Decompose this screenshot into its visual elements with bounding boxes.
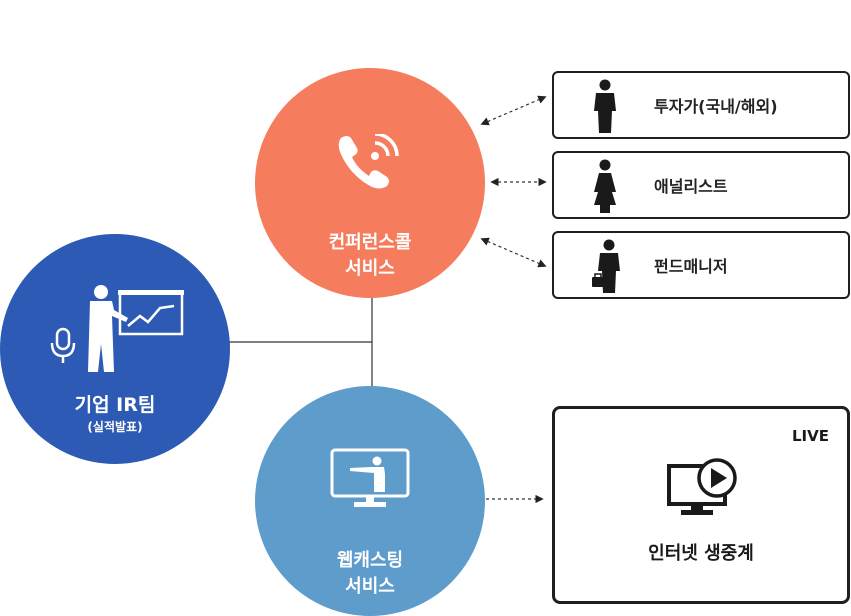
arrow-fund-manager: [480, 237, 547, 268]
monitor-presenter-icon: [330, 448, 410, 507]
company-subtitle: (실적발표): [87, 420, 143, 434]
arrow-investor: [480, 95, 547, 126]
tree-connector: [228, 298, 373, 392]
participant-box-fund-manager: 펀드매니저: [552, 231, 850, 299]
monitor-play-icon: [667, 458, 737, 515]
live-streaming-label: 인터넷 생중계: [648, 543, 754, 564]
participant-label-investor: 투자가(국내/해외): [654, 97, 778, 116]
businessman-briefcase-icon: [592, 239, 620, 293]
webcasting-circle: 웹캐스팅 서비스: [255, 386, 485, 616]
live-streaming-box: LIVE 인터넷 생중계: [552, 406, 850, 604]
conference-call-label-line1: 컨퍼런스콜: [328, 232, 412, 253]
presenter-with-chart-icon: [88, 285, 184, 372]
participant-label-fund-manager: 펀드매니저: [654, 257, 728, 276]
participant-box-investor: 투자가(국내/해외): [552, 71, 850, 139]
webcasting-label-line1: 웹캐스팅: [336, 550, 404, 571]
phone-ringing-icon: [338, 134, 399, 189]
microphone-icon: [50, 327, 76, 363]
webcasting-label-line2: 서비스: [345, 576, 395, 597]
person-icon: [594, 79, 616, 133]
company-title: 기업 IR팀: [74, 394, 156, 416]
conference-call-circle: 컨퍼런스콜 서비스: [255, 68, 485, 298]
participant-box-analyst: 애널리스트: [552, 151, 850, 219]
woman-icon: [594, 159, 616, 213]
conference-call-label-line2: 서비스: [345, 258, 395, 279]
live-badge: LIVE: [792, 427, 829, 445]
participant-label-analyst: 애널리스트: [654, 177, 728, 196]
company-ir-circle: 기업 IR팀 (실적발표): [0, 234, 230, 464]
